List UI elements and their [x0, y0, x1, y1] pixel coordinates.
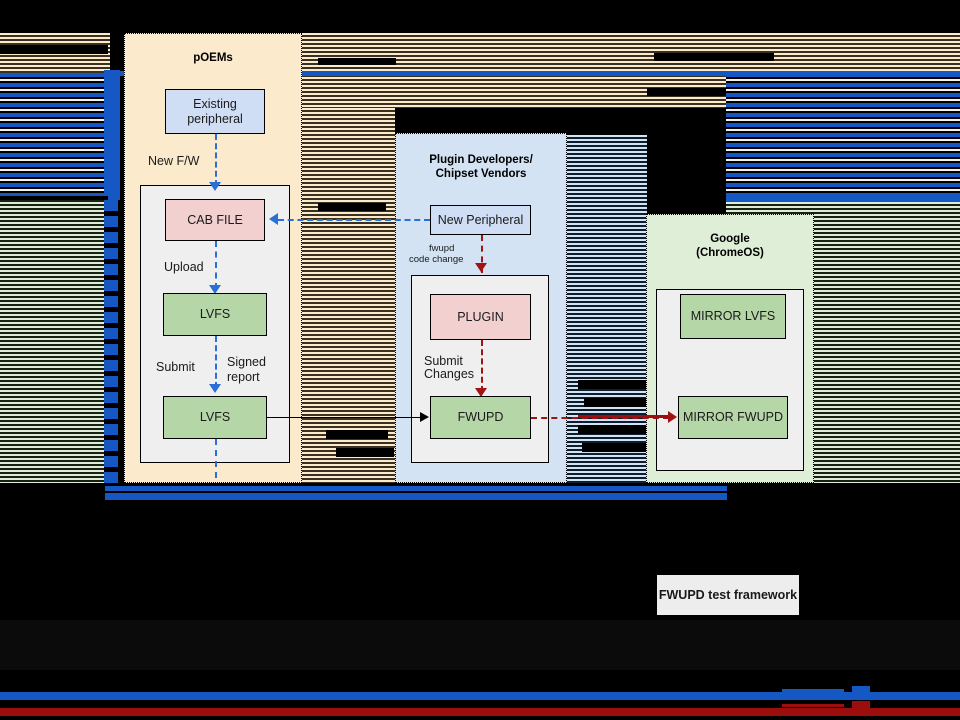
edge-new-peripheral-to-plugin [481, 235, 483, 273]
arrowhead-new-peripheral-to-plugin [475, 263, 487, 272]
glitch-black-blob-1 [654, 53, 774, 61]
edge-lvfs-submit-tail [215, 439, 217, 489]
edge-label-submit-changes-2: Changes [424, 367, 475, 381]
glitch-right-mix-1 [726, 73, 960, 198]
glitch-legend-red-row [0, 708, 960, 716]
glitch-left-blue-bar [104, 70, 120, 200]
node-new-peripheral[interactable]: New Peripheral [430, 205, 531, 235]
node-lvfs-upload-label: LVFS [199, 307, 231, 321]
glitch-left-mix-1 [0, 73, 110, 198]
glitch-left-black-2 [0, 196, 108, 200]
node-existing-peripheral-line2: peripheral [187, 111, 243, 126]
glitch-red-solid-overlay [578, 415, 673, 418]
node-mirror-lvfs-label: MIRROR LVFS [690, 309, 776, 323]
node-fwupd-label: FWUPD [457, 410, 504, 424]
node-new-peripheral-label: New Peripheral [437, 212, 524, 227]
edge-lvfs-to-lvfs [215, 336, 217, 388]
glitch-right-blue-row [726, 196, 960, 202]
edge-cab-to-lvfs-upload [215, 241, 217, 289]
glitch-left-blue-dashes [104, 200, 118, 483]
arrowhead-cab-to-lvfs [209, 285, 221, 294]
lane-plugin-title-2: Chipset Vendors [435, 168, 527, 180]
edge-plugin-to-fwupd [481, 340, 483, 392]
edge-label-submit: Submit [156, 360, 195, 374]
edge-existing-to-cab [215, 134, 217, 186]
node-plugin[interactable]: PLUGIN [430, 294, 531, 340]
glitch-left-green-1 [0, 198, 108, 483]
node-test-framework-label: FWUPD test framework [658, 587, 798, 602]
arrowhead-fwupd-to-mirror-fwupd [668, 411, 677, 423]
node-existing-peripheral[interactable]: Existing peripheral [165, 89, 265, 134]
edge-fwupd-to-mirror-fwupd [531, 417, 669, 419]
glitch-black-blob-4 [584, 398, 648, 407]
node-cab-file[interactable]: CAB FILE [165, 199, 265, 241]
arrowhead-plugin-to-fwupd [475, 388, 487, 397]
node-lvfs-submit[interactable]: LVFS [163, 396, 267, 439]
glitch-black-blob-9 [336, 448, 394, 457]
edge-new-peripheral-to-cab [278, 219, 430, 221]
node-test-framework[interactable]: FWUPD test framework [656, 574, 800, 616]
edge-label-fwupd-code-change-1: fwupd [429, 243, 455, 254]
edge-label-upload: Upload [164, 260, 204, 274]
edge-label-new-fw: New F/W [148, 154, 200, 168]
glitch-cream-band-mid [302, 108, 395, 483]
arrowhead-to-cab-file [269, 213, 278, 225]
lane-poems-title: pOEMs [193, 52, 233, 64]
edge-lvfs-to-fwupd [267, 417, 421, 418]
edge-label-signed-report-2: report [227, 370, 260, 384]
arrowhead-lvfs-to-lvfs [209, 384, 221, 393]
glitch-blue-row-1 [110, 71, 960, 76]
node-lvfs-upload[interactable]: LVFS [163, 293, 267, 336]
glitch-bottom-black [0, 483, 960, 720]
glitch-legend-red-short [782, 704, 844, 707]
glitch-left-black-1 [0, 45, 108, 54]
glitch-black-blob-8 [326, 430, 388, 439]
node-mirror-lvfs[interactable]: MIRROR LVFS [680, 294, 786, 339]
glitch-near-black-band [0, 620, 960, 670]
node-plugin-label: PLUGIN [457, 309, 504, 324]
lane-google-title-2: (ChromeOS) [696, 247, 764, 259]
glitch-black-blob-2 [647, 88, 777, 96]
glitch-top-black-band [0, 0, 960, 33]
glitch-black-blob-3 [578, 380, 648, 389]
arrowhead-existing-to-cab [209, 182, 221, 191]
node-cab-file-label: CAB FILE [187, 212, 243, 227]
glitch-legend-blue-row [0, 692, 960, 700]
lane-google-title-1: Google [710, 233, 750, 245]
node-existing-peripheral-line1: Existing [193, 96, 237, 111]
edge-label-fwupd-code-change-2: code change [409, 254, 464, 265]
arrowhead-lvfs-to-fwupd [420, 412, 429, 422]
node-mirror-fwupd-label: MIRROR FWUPD [683, 410, 783, 424]
node-mirror-fwupd[interactable]: MIRROR FWUPD [678, 396, 788, 439]
glitch-black-blob-7 [318, 203, 386, 211]
edge-label-submit-changes-1: Submit [424, 354, 463, 368]
glitch-blue-bar-lower-1 [105, 486, 727, 491]
lane-plugin-title-1: Plugin Developers/ [429, 154, 533, 166]
node-fwupd[interactable]: FWUPD [430, 396, 531, 439]
node-lvfs-submit-label: LVFS [199, 410, 231, 424]
glitch-blue-bar-lower-2 [105, 493, 727, 500]
edge-label-signed-report-1: Signed [227, 355, 266, 369]
glitch-black-blob-5 [578, 425, 648, 434]
glitch-black-blob-6 [582, 443, 648, 452]
glitch-legend-blue-short [782, 689, 844, 692]
glitch-black-blob-10 [318, 58, 396, 65]
